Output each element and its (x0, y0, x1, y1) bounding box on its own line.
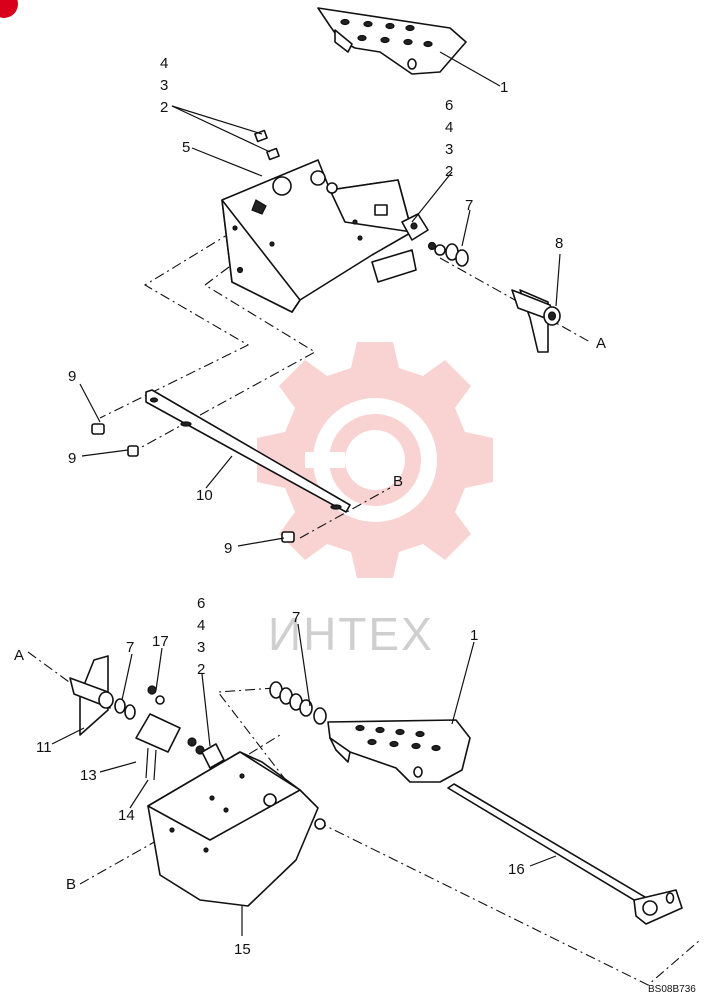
label-1-bottom: 1 (470, 627, 478, 644)
label-2-a: 2 (160, 99, 168, 116)
label-5: 5 (182, 139, 190, 156)
label-17: 17 (152, 633, 169, 650)
watermark-logo (257, 342, 493, 578)
label-4-b: 4 (445, 119, 453, 136)
clevis-and-pins (135, 685, 225, 781)
label-6-b: 6 (445, 97, 453, 114)
label-3-b: 3 (445, 141, 453, 158)
label-A-right: A (596, 335, 606, 352)
upper-bracket (221, 159, 417, 313)
washers-lower-left (114, 698, 136, 720)
label-9-b: 9 (68, 450, 76, 467)
label-3-c: 3 (197, 639, 205, 656)
label-4-a: 4 (160, 55, 168, 72)
link-bar (145, 389, 351, 513)
label-1-top: 1 (500, 79, 508, 96)
sleeve-bracket-lower (69, 655, 114, 736)
watermark-text: ИНТЕХ (268, 608, 434, 660)
upper-bolts (254, 129, 446, 256)
label-9-c: 9 (224, 540, 232, 557)
label-2-c: 2 (197, 661, 205, 678)
label-2-b: 2 (445, 163, 453, 180)
label-15: 15 (234, 941, 251, 958)
label-11: 11 (36, 739, 52, 756)
pivot-rod (447, 783, 683, 925)
pedal-plate-top (317, 7, 467, 75)
label-9-a: 9 (68, 368, 76, 385)
label-7-c: 7 (292, 609, 300, 626)
washers-upper (445, 243, 469, 267)
lower-bracket (147, 751, 326, 907)
label-6-c: 6 (197, 595, 205, 612)
leader-lines (51, 51, 561, 936)
bolts-9 (91, 423, 295, 543)
drawing-code: BS08B736 (648, 984, 696, 995)
label-16: 16 (508, 861, 525, 878)
label-B-left: B (66, 876, 76, 893)
corner-mark (0, 0, 18, 18)
label-10: 10 (196, 487, 213, 504)
label-13: 13 (80, 767, 97, 784)
part-labels: 1 4 3 2 5 6 4 3 2 7 8 A 9 9 10 B 9 6 4 3… (14, 55, 606, 958)
label-8: 8 (555, 235, 563, 252)
pedal-plate-bottom (327, 719, 471, 783)
washers-lower-right (269, 681, 327, 725)
label-7-b: 7 (126, 639, 134, 656)
label-B-right: B (393, 473, 403, 490)
label-7-a: 7 (465, 197, 473, 214)
label-A-left: A (14, 647, 24, 664)
label-14: 14 (118, 807, 135, 824)
label-4-c: 4 (197, 617, 205, 634)
label-3-a: 3 (160, 77, 168, 94)
sleeve-bracket-upper (511, 289, 561, 353)
